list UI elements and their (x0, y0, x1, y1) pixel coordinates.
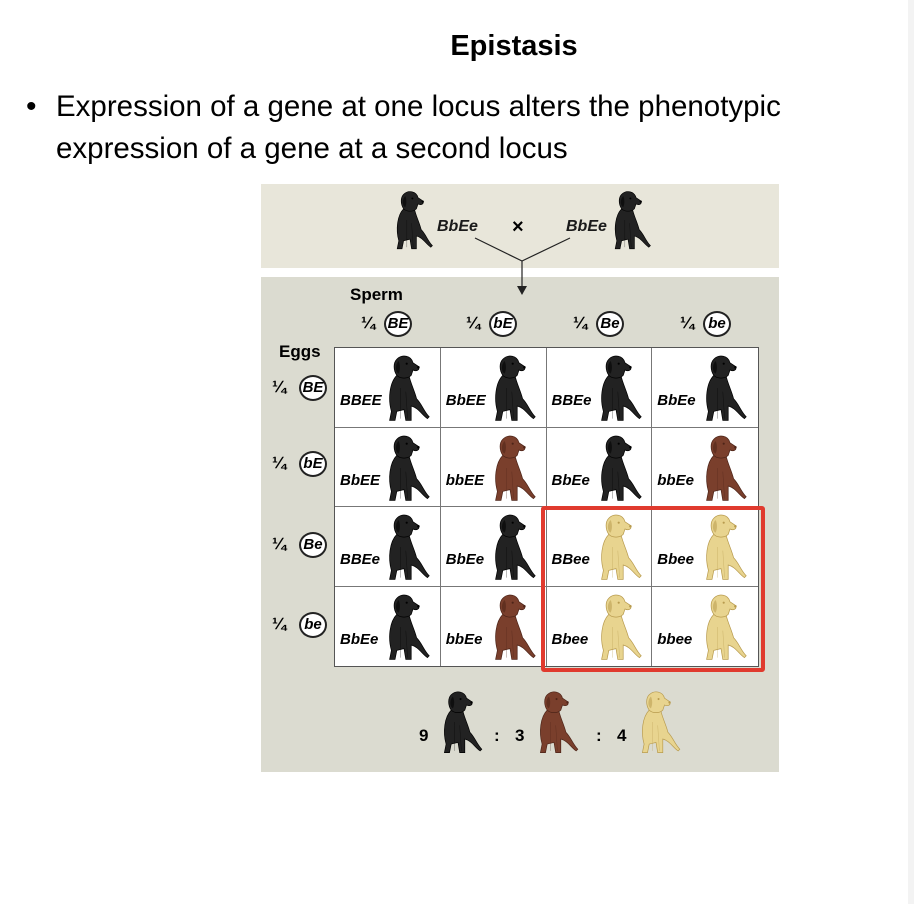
cross-symbol: × (512, 216, 524, 238)
egg-fraction: ¼ (272, 534, 287, 553)
ratio-black-count: 9 (419, 726, 429, 745)
punnett-cell-black: BBEe (335, 507, 441, 587)
cell-genotype: BbEe (656, 392, 697, 409)
punnett-cell-black: BBEE (335, 348, 441, 428)
slide-title: Epistasis (450, 30, 578, 62)
sperm-fraction: ¼ (680, 313, 695, 332)
punnett-cell-chocolate: bbEE (440, 427, 547, 507)
egg-gamete-bE: bE (299, 451, 327, 477)
cell-genotype: bbEe (656, 471, 695, 489)
parent1-genotype: BbEe (437, 218, 478, 235)
sperm-fraction: ¼ (361, 313, 376, 332)
punnett-cell-black: BbEe (652, 348, 758, 428)
ratio-separator-1: : (494, 726, 500, 745)
ratio-chocolate-count: 3 (515, 726, 525, 745)
cell-genotype: BBEE (339, 392, 383, 409)
eggs-label: Eggs (279, 342, 321, 361)
egg-gamete-BE: BE (299, 375, 327, 401)
cell-genotype: bbEe (444, 630, 484, 648)
cell-genotype: bbee (656, 630, 694, 648)
sperm-gamete-Be: Be (596, 311, 624, 337)
cell-genotype: Bbee (656, 551, 695, 568)
cross-arrow (474, 237, 571, 295)
cell-genotype: BBEe (339, 551, 382, 568)
yellow-phenotype-highlight (541, 506, 765, 672)
punnett-cell-yellow: Bbee (546, 586, 653, 666)
punnett-cell-black: BBEe (546, 348, 653, 428)
egg-gamete-be: be (299, 612, 327, 638)
bullet-dot: • (26, 90, 37, 123)
bullet-text: Expression of a gene at one locus alters… (56, 90, 781, 165)
punnett-cell-black: BbEe (440, 507, 547, 587)
cell-genotype: bbEE (444, 471, 486, 489)
ratio-chocolate-lab (528, 688, 580, 761)
cell-genotype: BbEE (339, 471, 382, 489)
cell-genotype: BbEE (444, 392, 487, 409)
punnett-cell-yellow: Bbee (652, 507, 758, 587)
punnett-cell-black: BbEe (335, 586, 441, 666)
punnett-cell-yellow: bbee (652, 586, 758, 666)
egg-gamete-Be: Be (299, 532, 327, 558)
parent2-genotype: BbEe (566, 218, 607, 235)
cell-genotype: BbEe (339, 630, 380, 648)
cell-genotype: Bbee (550, 630, 590, 648)
cell-genotype: BBEe (550, 392, 593, 409)
parent-black-lab-right (604, 187, 652, 258)
sperm-gamete-be: be (703, 311, 731, 337)
punnett-cell-black: BbEe (546, 427, 653, 507)
cell-genotype: BbEe (550, 471, 591, 489)
sperm-fraction: ¼ (466, 313, 481, 332)
cell-genotype: BbEe (444, 551, 486, 568)
egg-fraction: ¼ (272, 453, 287, 472)
ratio-yellow-count: 4 (617, 726, 627, 745)
punnett-cell-black: BbEE (335, 427, 441, 507)
cell-genotype: BBee (550, 551, 591, 568)
punnett-cell-black: BbEE (440, 348, 547, 428)
sperm-label: Sperm (350, 285, 403, 304)
sperm-gamete-bE: bE (489, 311, 517, 337)
ratio-black-lab (432, 688, 484, 761)
parent-black-lab-left (386, 187, 434, 258)
sperm-gamete-BE: BE (384, 311, 412, 337)
egg-fraction: ¼ (272, 377, 287, 396)
punnett-cell-chocolate: bbEe (440, 586, 547, 666)
slide-edge (908, 0, 914, 904)
egg-fraction: ¼ (272, 614, 287, 633)
punnett-cell-yellow: BBee (546, 507, 653, 587)
sperm-fraction: ¼ (573, 313, 588, 332)
parental-cross-panel (261, 184, 779, 268)
punnett-cell-chocolate: bbEe (652, 427, 758, 507)
ratio-separator-2: : (596, 726, 602, 745)
ratio-yellow-lab (630, 688, 682, 761)
